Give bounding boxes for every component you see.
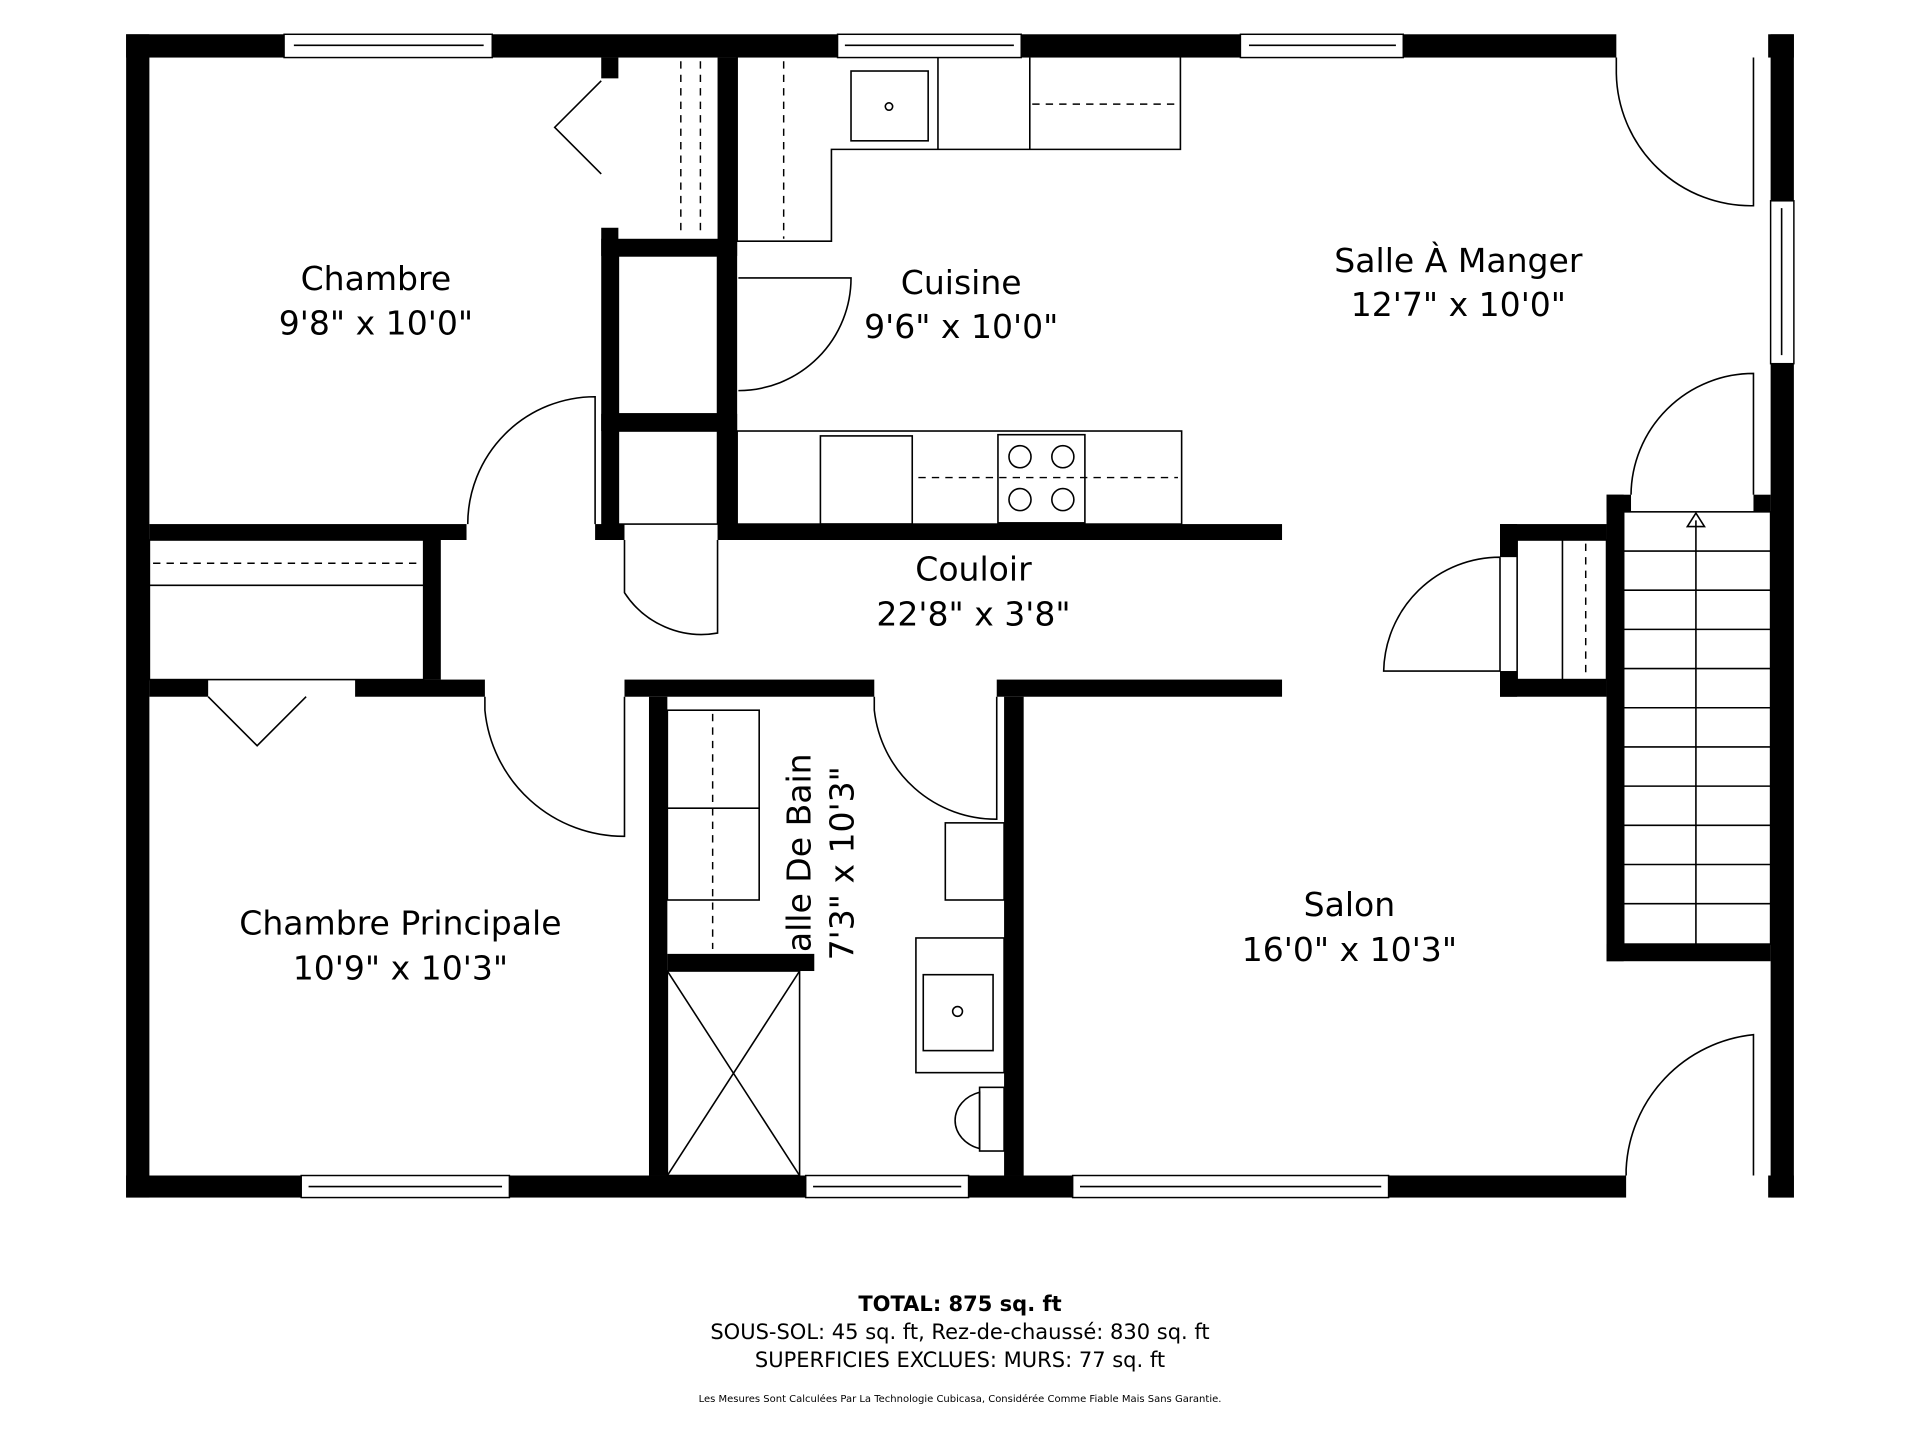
doors [207,57,1755,1176]
stairs [1622,511,1772,945]
windows [283,33,1795,1199]
excluded-area: SUPERFICIES EXCLUES: MURS: 77 sq. ft [754,1348,1166,1372]
area-breakdown: SOUS-SOL: 45 sq. ft, Rez-de-chaussé: 830… [710,1320,1210,1344]
room-name-chambre: Chambre [301,259,452,298]
fixtures [148,57,1608,1177]
room-dim-salle-a-manger: 12'7" x 10'0" [1351,285,1566,324]
room-name-chambre-principale: Chambre Principale [239,903,561,942]
room-name-salle-a-manger: Salle À Manger [1334,240,1583,280]
room-dim-cuisine: 9'6" x 10'0" [864,307,1058,346]
room-labels: Chambre 9'8" x 10'0" Cuisine 9'6" x 10'0… [239,240,1583,988]
room-name-salle-de-bain: Salle De Bain [780,753,819,973]
room-dim-chambre: 9'8" x 10'0" [279,303,473,342]
room-name-couloir: Couloir [915,549,1032,588]
room-name-salon: Salon [1304,885,1396,924]
room-name-cuisine: Cuisine [901,263,1022,302]
door-openings [208,33,1769,1199]
room-dim-salle-de-bain: 7'3" x 10'3" [822,766,861,960]
disclaimer: Les Mesures Sont Calculées Par La Techno… [698,1394,1222,1405]
room-dim-salon: 16'0" x 10'3" [1242,930,1457,969]
room-dim-chambre-principale: 10'9" x 10'3" [293,949,508,988]
room-dim-couloir: 22'8" x 3'8" [876,595,1070,634]
total-area: TOTAL: 875 sq. ft [858,1292,1062,1316]
